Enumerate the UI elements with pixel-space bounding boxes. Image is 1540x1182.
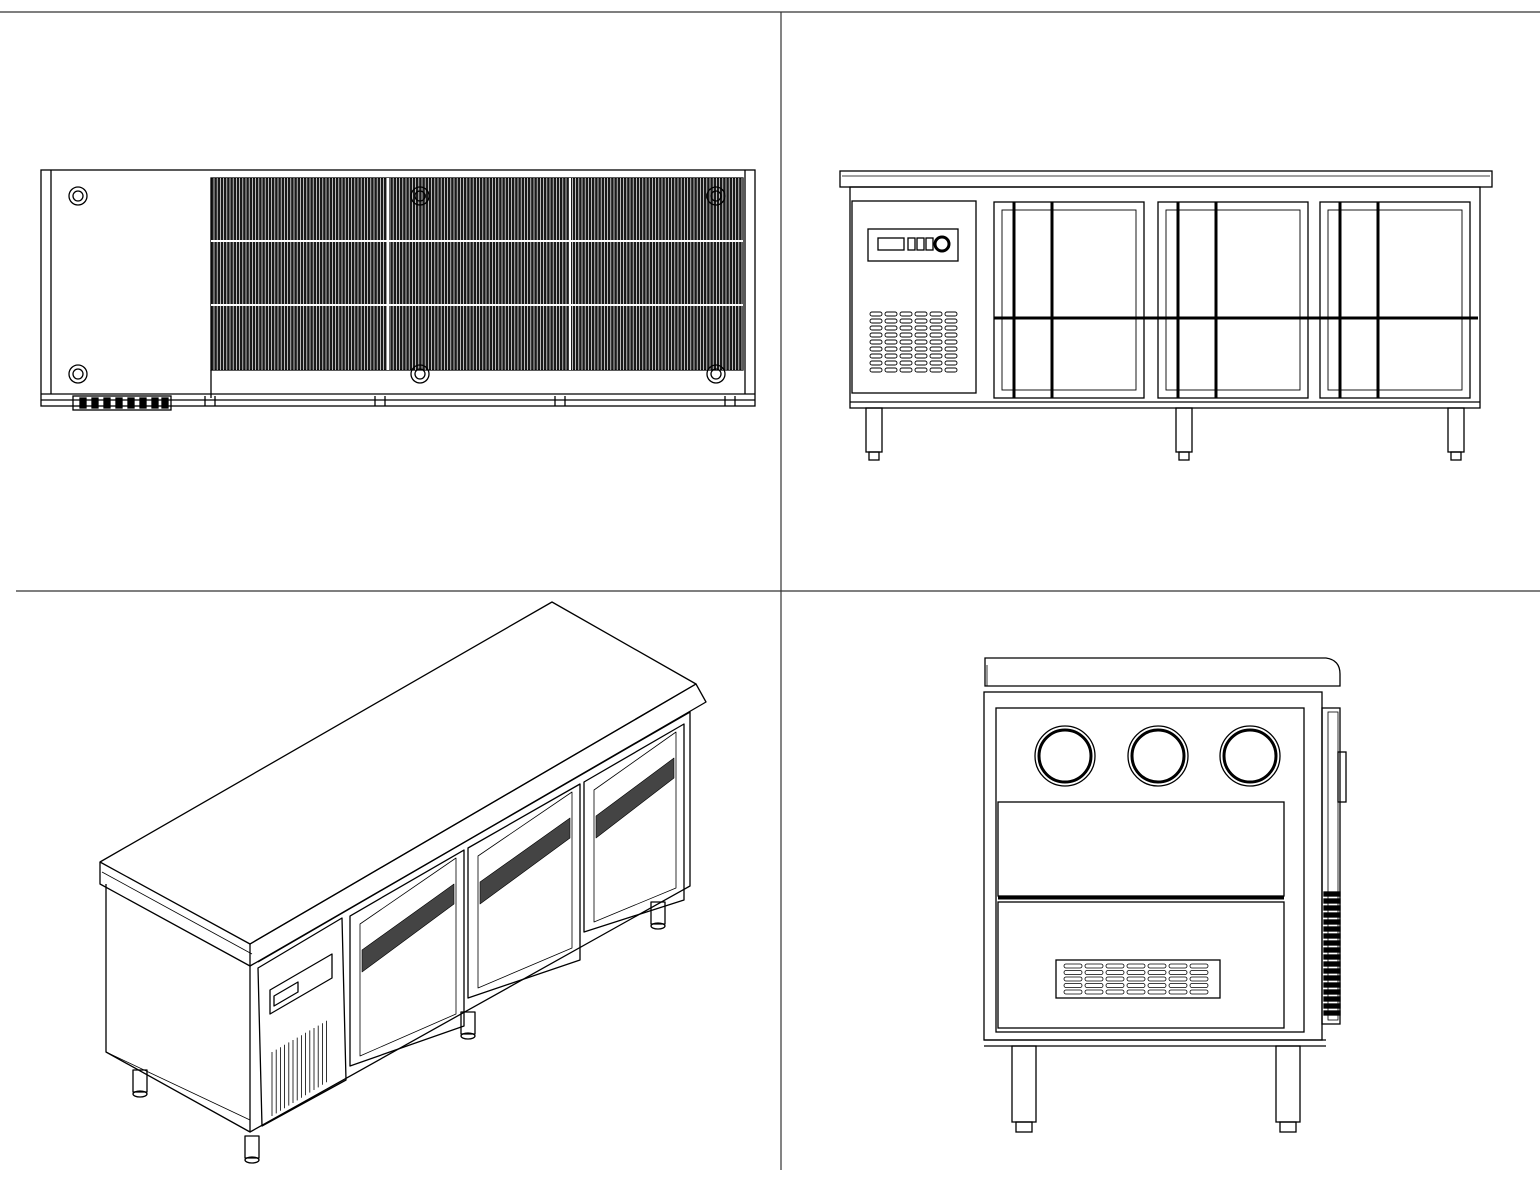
vent-ring [1127,725,1189,787]
front-display [877,237,905,251]
leg [1175,407,1193,453]
control-knob [933,235,951,253]
side-worktop [984,657,1341,687]
side-door-vent-bars [1323,891,1341,1016]
control-button [916,237,925,251]
drawing-frame [0,11,1540,1170]
side-grille-slots [1063,963,1209,995]
top-view-vent-strip [72,395,172,411]
mounting-holes [68,186,726,384]
glass-door [1157,201,1309,399]
mounting-hole [706,186,726,206]
leg [865,407,883,453]
control-button [925,237,934,251]
control-button [907,237,916,251]
iso-worktop-top [99,601,697,945]
vent-ring [1034,725,1096,787]
leg [1011,1045,1037,1123]
iso-vent-grille [271,1020,328,1116]
front-view [839,170,1493,461]
front-vent-slots [869,311,958,373]
top-view [40,169,756,411]
side-door-edge [1321,707,1341,1025]
leg [1447,407,1465,453]
iso-glass-door [349,849,465,1067]
mounting-hole [68,364,88,384]
side-lower-drawer [997,901,1285,1029]
iso-worktop-front-edge [99,862,251,967]
top-view-grille [213,178,743,370]
front-control-panel [867,228,959,262]
side-legs [1011,1045,1301,1133]
mounting-hole [68,186,88,206]
side-inner-panel [995,707,1305,1033]
iso-body-front [249,711,691,1133]
isometric-view [99,601,707,1164]
mounting-hole [410,186,430,206]
front-body [849,186,1481,409]
front-worktop [839,170,1493,188]
glass-door [993,201,1145,399]
iso-glass-door [467,783,581,999]
glass-door [1319,201,1471,399]
mounting-hole [410,364,430,384]
iso-leg [132,1069,148,1093]
iso-glass-door [583,723,685,933]
iso-body-left-side [105,884,251,1133]
side-upper-drawer [997,801,1285,897]
iso-legs [132,901,666,1164]
iso-glass-doors [349,723,685,1067]
top-view-base-details [79,396,736,409]
side-vent-rings [1034,725,1281,787]
iso-compressor-panel [257,917,347,1127]
leg [1275,1045,1301,1123]
top-view-condenser-block [210,177,744,371]
mounting-hole [706,364,726,384]
top-view-outline [40,169,756,407]
iso-leg [460,1011,476,1035]
iso-leg [650,901,666,925]
vent-ring [1219,725,1281,787]
front-glass-doors [993,201,1471,399]
front-compressor-panel [851,200,977,394]
front-legs [865,407,1465,461]
side-hinge [1337,751,1347,803]
iso-leg [244,1135,260,1159]
side-view [983,657,1347,1133]
side-vent-grille [1055,959,1221,999]
iso-control-panel [269,953,333,1015]
